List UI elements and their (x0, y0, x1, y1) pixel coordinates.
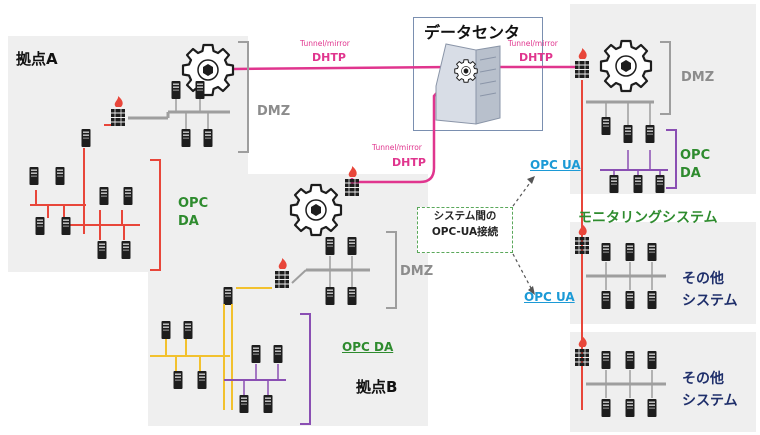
other2-line1: その他 (682, 371, 724, 387)
other-system-2-panel (570, 332, 756, 432)
site-a-title: 拠点A (16, 50, 58, 68)
monitoring-title: モニタリングシステム (578, 210, 718, 226)
callout-line1: システム間の (433, 210, 497, 222)
link-b-protocol: DHTP (392, 156, 426, 169)
monitoring-firewall-icon (574, 47, 590, 79)
site-a-gear-icon (181, 43, 235, 97)
link-a-small: Tunnel/mirror (300, 39, 350, 48)
callout-line2: OPC-UA接続 (431, 226, 499, 238)
opc-ua-top-label: OPC UA (530, 158, 581, 172)
other1-line2: システム (682, 293, 738, 309)
site-b-title: 拠点B (356, 378, 398, 396)
datacenter-server (435, 43, 501, 125)
site-b-dmz-label: DMZ (400, 264, 434, 279)
site-a-opc-label-2: DA (178, 214, 199, 229)
monitoring-gear-icon (599, 39, 653, 93)
other-system-1-network (574, 223, 666, 309)
link-monitoring-small: Tunnel/mirror (508, 39, 558, 48)
monitoring-panel (570, 4, 756, 194)
site-b-network (150, 165, 370, 413)
other1-firewall-icon (574, 223, 590, 255)
other-system-1-panel (570, 222, 756, 324)
other2-firewall-icon (574, 335, 590, 367)
opc-ua-arrows (512, 179, 533, 291)
other2-line2: システム (682, 393, 738, 409)
site-b-opc-label: OPC DA (342, 340, 394, 354)
site-b-panel (148, 174, 428, 426)
site-b-gear-icon (289, 183, 343, 237)
opc-ua-bottom-label: OPC UA (524, 290, 575, 304)
site-a-opc-label-1: OPC (178, 196, 209, 211)
opc-ua-callout: システム間の OPC-UA接続 (417, 207, 513, 253)
datacenter-title: データセンタ (424, 23, 521, 42)
pink-links (231, 65, 582, 184)
link-b-small: Tunnel/mirror (372, 143, 422, 152)
other1-line1: その他 (682, 271, 724, 287)
site-a-network (29, 43, 235, 259)
link-a-protocol: DHTP (312, 51, 346, 64)
site-a-dmz-label: DMZ (257, 104, 291, 119)
site-b-firewall-icon (344, 165, 360, 197)
site-a-firewall-icon (110, 95, 126, 127)
other-system-2-network (574, 335, 666, 417)
monitoring-dmz-label: DMZ (681, 70, 715, 85)
site-b-firewall2-icon (274, 257, 290, 289)
monitoring-opc-label-1: OPC (680, 148, 711, 163)
link-monitoring-protocol: DHTP (519, 51, 553, 64)
monitoring-opc-label-2: DA (680, 166, 701, 181)
